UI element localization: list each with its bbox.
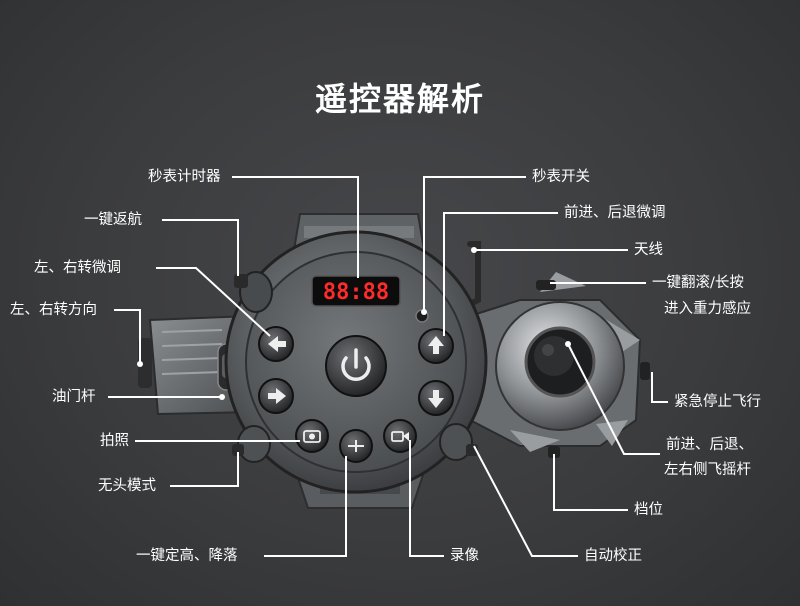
label-headless-mode: 无头模式 [98, 478, 156, 494]
turn-trim-left-button[interactable] [258, 326, 294, 362]
arrow-up-icon [428, 336, 444, 354]
label-antenna: 天线 [634, 242, 663, 258]
altitude-icon [348, 440, 364, 452]
leader-stopwatch-switch [423, 176, 526, 312]
leader-record [409, 440, 444, 557]
label-one-key-return: 一键返航 [84, 212, 142, 228]
label-turn-trim: 左、右转微调 [34, 260, 121, 276]
camera-icon [303, 430, 321, 443]
altitude-hold-button[interactable] [339, 429, 373, 463]
leader-turn-trim [156, 267, 271, 337]
stopwatch-display: 88:88 [311, 275, 401, 307]
auto-calibrate-button[interactable] [439, 423, 478, 461]
leader-stopwatch-timer [232, 176, 359, 278]
label-stopwatch-switch: 秒表开关 [532, 169, 590, 185]
backward-trim-button[interactable] [418, 380, 454, 416]
label-throttle-stick: 油门杆 [52, 389, 96, 405]
leader-dots [137, 247, 571, 400]
label-stick-line1: 前进、后退、 [666, 437, 753, 453]
page-title: 遥控器解析 [314, 80, 485, 118]
video-camera-icon [391, 431, 404, 442]
label-altitude-hold: 一键定高、降落 [136, 548, 238, 564]
leader-altitude [264, 456, 347, 557]
headless-mode-button[interactable] [232, 425, 271, 463]
label-stick-line2: 左右侧飞摇杆 [664, 462, 751, 478]
leader-headless [170, 452, 239, 487]
photo-button[interactable] [295, 419, 329, 453]
arrow-left-icon [268, 336, 286, 352]
joystick-ball-icon[interactable] [495, 301, 625, 431]
label-stopwatch-timer: 秒表计时器 [148, 169, 221, 185]
label-photo: 拍照 [100, 433, 129, 449]
turn-trim-right-button[interactable] [258, 378, 294, 414]
label-record: 录像 [450, 548, 479, 564]
label-flip-line2: 进入重力感应 [664, 301, 751, 317]
arrow-down-icon [428, 390, 444, 408]
arrow-right-icon [268, 388, 286, 404]
label-turn-direction: 左、右转方向 [10, 302, 97, 318]
display-digits: 88:88 [323, 280, 389, 305]
label-auto-calibrate: 自动校正 [584, 548, 642, 564]
label-flip-line1: 一键翻滚/长按 [652, 275, 744, 291]
label-gear: 档位 [634, 502, 663, 518]
leader-stick [567, 343, 660, 455]
leader-emergency [651, 372, 668, 403]
leader-turn-direction [114, 309, 141, 364]
leader-auto-calibrate [473, 445, 578, 557]
forward-trim-button[interactable] [418, 328, 454, 364]
power-icon [341, 356, 371, 382]
power-button[interactable] [325, 335, 387, 397]
leader-forward-trim [443, 212, 558, 336]
label-forward-back-trim: 前进、后退微调 [564, 205, 666, 221]
leader-one-key-return [162, 219, 239, 276]
leader-gear [553, 454, 628, 511]
one-key-return-button[interactable] [234, 271, 273, 313]
leader-lines [108, 176, 668, 557]
record-button[interactable] [383, 419, 417, 453]
label-emergency-stop: 紧急停止飞行 [674, 394, 761, 410]
